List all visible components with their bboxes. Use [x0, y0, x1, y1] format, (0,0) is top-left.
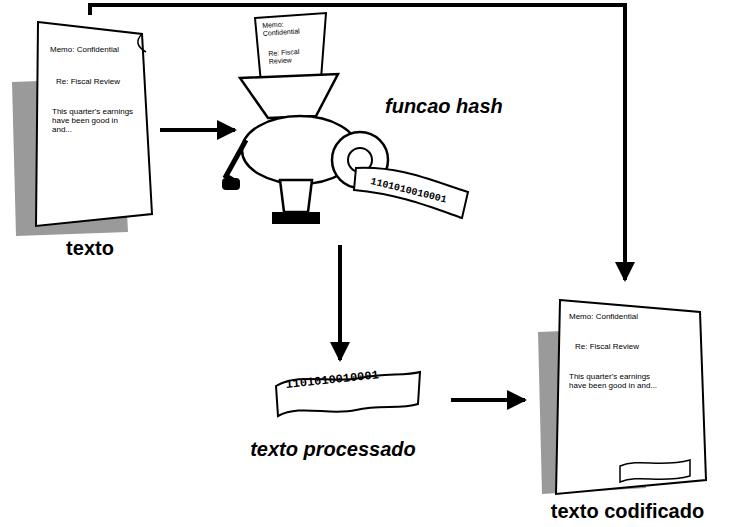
node-label: texto processado [217, 438, 449, 461]
node-label: texto codificado [525, 500, 730, 523]
document-node: Memo: ConfidentialRe: Fiscal ReviewThis … [10, 15, 160, 265]
paper-curl [138, 34, 146, 52]
document-illustration [538, 300, 706, 494]
document-node: Memo: ConfidentialRe: Fiscal ReviewThis … [525, 280, 731, 525]
flow-arrow [338, 245, 342, 360]
memo-text: Memo: Confidential [262, 18, 319, 38]
hash-bits: 1101010010001 [285, 366, 406, 392]
attached-hash-ribbon [620, 460, 690, 482]
document-illustration [12, 22, 152, 236]
paper-sheet [556, 300, 706, 494]
hash-function-node: funcao hash [235, 10, 515, 245]
memo-text: Re: Fiscal Review [575, 342, 670, 351]
crank-handle [222, 178, 240, 190]
grinder-illustration [222, 13, 468, 224]
memo-text: Re: Fiscal Review [56, 77, 141, 86]
paper-sheet [36, 22, 152, 226]
grinder-clamp [280, 180, 312, 212]
flow-arrow [451, 398, 525, 402]
memo-text: This quarter's earnings have been good i… [569, 372, 669, 390]
memo-text: Memo: Confidential [569, 312, 669, 321]
memo-text: Re: Fiscal Review [268, 47, 317, 66]
node-label: funcao hash [385, 95, 513, 118]
memo-text: Memo: Confidential [50, 45, 140, 54]
grinder-base [272, 212, 320, 224]
node-label: texto [30, 237, 150, 260]
hash-bits: 1101010010001 [369, 176, 465, 210]
memo-text: This quarter's earnings have been good i… [52, 107, 140, 135]
processed-text-node: 1101010010001 texto processado [215, 360, 451, 475]
output-ribbon [354, 168, 468, 218]
flow-arrow [160, 128, 235, 132]
flow-arrow [90, 5, 625, 280]
grinder-funnel [240, 74, 338, 118]
grinder-crank [226, 140, 246, 182]
